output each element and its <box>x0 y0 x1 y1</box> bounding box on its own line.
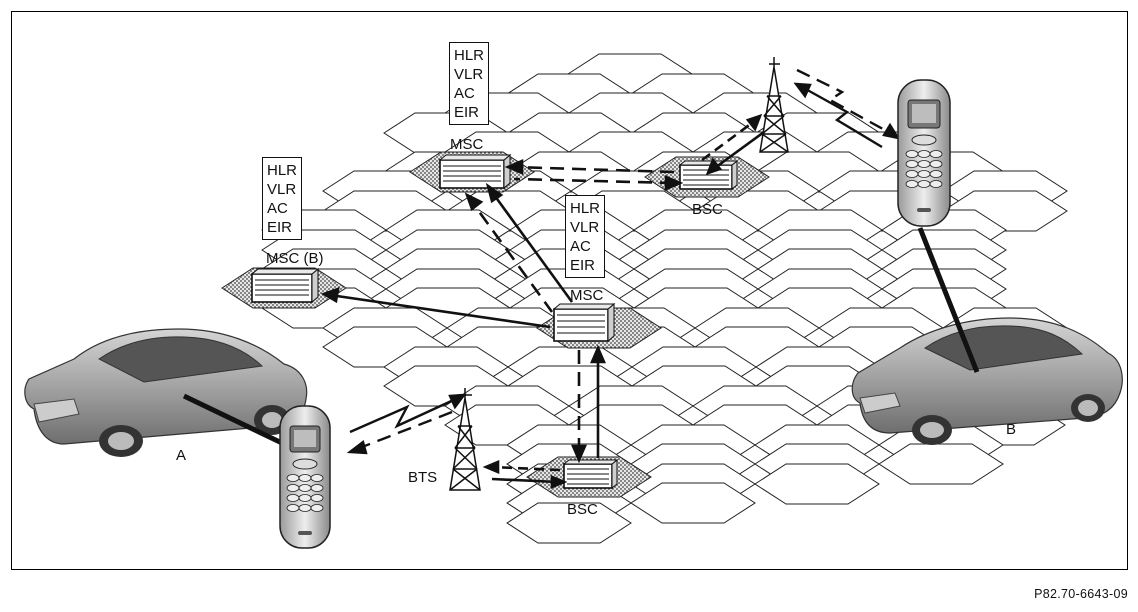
phone-b-icon <box>897 79 951 227</box>
msc-center-label: MSC <box>570 287 604 304</box>
register-eir: EIR <box>267 219 293 236</box>
register-box-msc-center: HLR VLR AC EIR <box>565 195 606 278</box>
phone-b-cable <box>917 227 980 373</box>
register-eir: EIR <box>454 104 480 121</box>
register-vlr: VLR <box>267 181 297 198</box>
car-a-icon <box>24 328 308 457</box>
cell-hexagon <box>630 482 756 524</box>
radio-links <box>346 68 901 455</box>
diagram-canvas <box>24 53 1123 549</box>
register-vlr: VLR <box>570 219 600 236</box>
register-ac: AC <box>267 200 288 217</box>
msc-top-label: MSC <box>450 136 484 153</box>
figure-id: P82.70-6643-09 <box>1034 587 1128 601</box>
tower-top-icon <box>759 57 789 153</box>
connection-lines <box>320 113 765 489</box>
register-ac: AC <box>570 238 591 255</box>
phone-a-icon <box>279 405 331 549</box>
bsc-top-rack <box>678 159 739 191</box>
network-diagram: HLR VLR AC EIR HLR VLR AC EIR HLR VLR AC… <box>11 11 1128 570</box>
bts-label: BTS <box>408 469 438 486</box>
bsc-top-label: BSC <box>692 201 723 218</box>
msc-center-rack <box>552 302 616 343</box>
bsc-bottom-rack <box>562 458 619 490</box>
register-hlr: HLR <box>267 162 298 179</box>
register-eir: EIR <box>570 257 596 274</box>
vehicle-a-label: A <box>176 447 187 464</box>
msc-b-label: MSC (B) <box>266 250 324 267</box>
cell-hexagon <box>506 502 632 544</box>
msc-top-rack <box>438 153 512 190</box>
cell-hexagon <box>754 463 880 505</box>
register-hlr: HLR <box>454 47 485 64</box>
register-ac: AC <box>454 85 475 102</box>
bsc-bottom-label: BSC <box>567 501 598 518</box>
phone-a-cable <box>182 393 286 447</box>
vehicle-b-label: B <box>1006 421 1017 438</box>
msc-b-rack <box>250 267 320 304</box>
register-box-msc-b: HLR VLR AC EIR <box>262 157 303 240</box>
register-hlr: HLR <box>570 200 601 217</box>
cell-hexagon <box>878 443 1004 485</box>
register-box-msc-top: HLR VLR AC EIR <box>449 42 490 125</box>
tower-bottom-icon <box>449 388 481 491</box>
register-vlr: VLR <box>454 66 484 83</box>
